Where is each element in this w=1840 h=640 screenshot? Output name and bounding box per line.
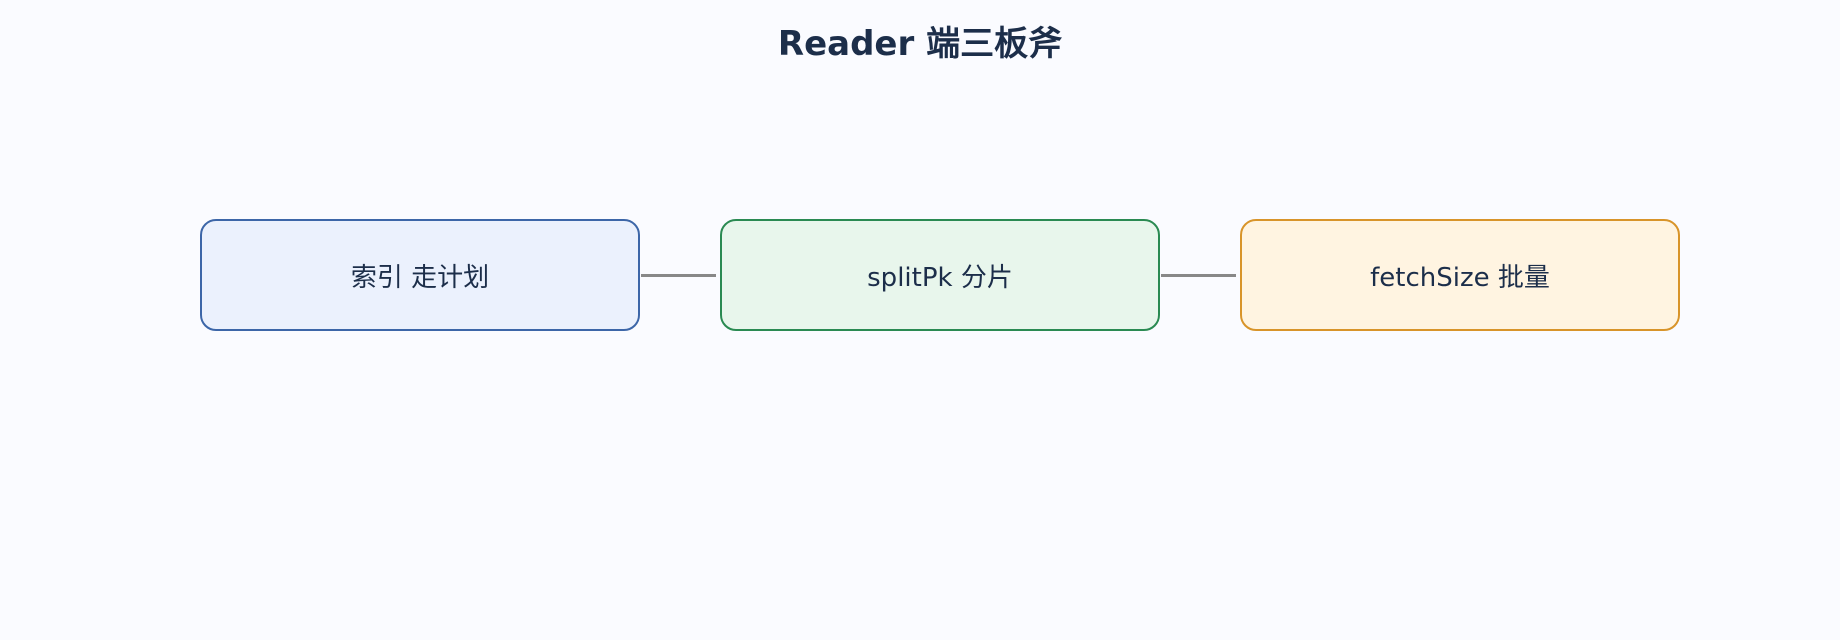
node-splitpk: splitPk 分片 xyxy=(720,219,1160,331)
connector-edge xyxy=(1161,274,1236,277)
node-label: splitPk 分片 xyxy=(867,262,1013,293)
diagram-title: Reader 端三板斧 xyxy=(777,24,1063,64)
node-label: fetchSize 批量 xyxy=(1370,262,1550,293)
node-index-plan: 索引 走计划 xyxy=(200,219,640,331)
node-label: 索引 走计划 xyxy=(350,262,490,293)
connector-edge xyxy=(641,274,716,277)
node-fetchsize: fetchSize 批量 xyxy=(1240,219,1680,331)
